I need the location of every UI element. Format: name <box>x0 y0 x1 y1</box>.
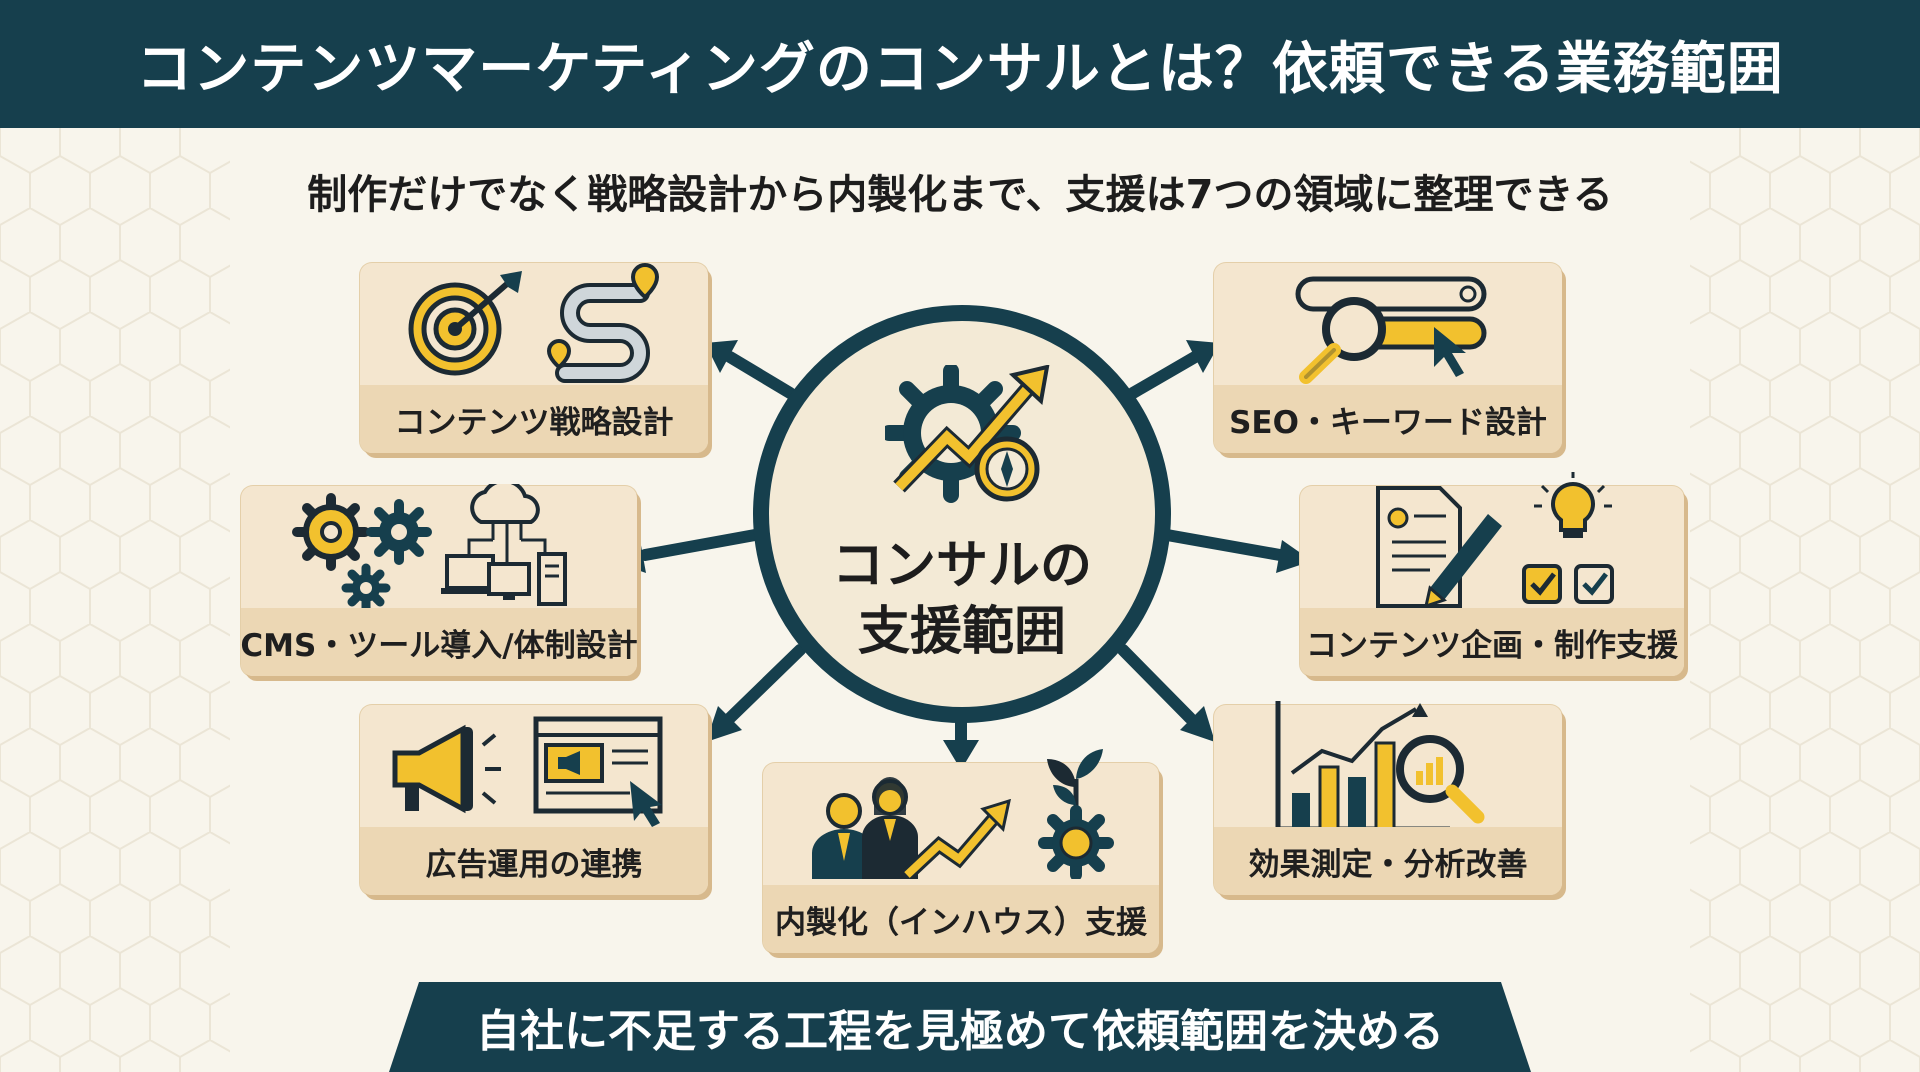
cursor-icon <box>1434 327 1466 377</box>
megaphone-icon <box>392 724 501 814</box>
cloud-network-icon <box>441 484 567 606</box>
card-ads-integration: 広告運用の連携 <box>360 705 708 895</box>
plant-gear-icon <box>1038 749 1114 879</box>
banner-shape <box>389 982 1531 1072</box>
card-content-strategy: コンテンツ戦略設計 <box>360 263 708 453</box>
server-icon <box>537 552 567 606</box>
card-label: CMS・ツール導入/体制設計 <box>240 608 638 676</box>
cursor-icon <box>630 781 662 827</box>
bottom-banner: 自社に不足する工程を見極めて依頼範囲を決める <box>389 982 1531 1072</box>
browser-ad-icon <box>533 716 663 827</box>
gear-arrow-icon <box>885 365 1050 503</box>
search-bar-icon <box>1295 276 1487 384</box>
bar-chart-icon <box>1275 701 1485 832</box>
card-content-planning: コンテンツ企画・制作支援 <box>1300 472 1684 676</box>
gears-icon <box>292 493 432 612</box>
card-label: コンテンツ戦略設計 <box>360 385 708 453</box>
hub-circle: コンサルの 支援範囲 <box>753 305 1171 723</box>
laptop-icon <box>441 554 499 594</box>
people-icon <box>812 777 918 879</box>
pen-icon <box>1423 514 1502 609</box>
card-label: 効果測定・分析改善 <box>1214 827 1562 895</box>
page-title: コンテンツマーケティングのコンサルとは？依頼できる業務範囲 <box>136 36 1784 102</box>
compass-icon <box>974 436 1040 502</box>
card-seo-keyword: SEO・キーワード設計 <box>1214 263 1562 453</box>
target-icon <box>408 271 522 376</box>
checkbox-icon <box>1522 564 1614 604</box>
card-inhouse-support: 内製化（インハウス）支援 <box>763 749 1159 953</box>
magnifier-icon <box>1396 735 1485 824</box>
banner-text: 自社に不足する工程を見極めて依頼範囲を決める <box>476 1006 1444 1057</box>
document-icon <box>1376 486 1502 609</box>
lightbulb-icon <box>1534 472 1612 538</box>
card-cms-tools: CMS・ツール導入/体制設計 <box>240 484 638 676</box>
card-label: SEO・キーワード設計 <box>1214 385 1562 453</box>
hub-title-line1: コンサルの <box>831 536 1092 596</box>
card-label: コンテンツ企画・制作支援 <box>1300 608 1684 676</box>
card-label: 内製化（インハウス）支援 <box>763 885 1159 953</box>
card-label: 広告運用の連携 <box>360 827 708 895</box>
map-pin-icon <box>630 263 660 300</box>
growth-arrow-icon <box>903 799 1011 879</box>
route-icon <box>546 263 660 383</box>
hub-title-line2: 支援範囲 <box>857 602 1066 662</box>
header-bar: コンテンツマーケティングのコンサルとは？依頼できる業務範囲 <box>0 0 1920 128</box>
magnifier-icon <box>1299 297 1386 384</box>
card-measurement-analysis: 効果測定・分析改善 <box>1214 701 1562 895</box>
page-subtitle: 制作だけでなく戦略設計から内製化まで、支援は7つの領域に整理できる <box>307 172 1613 218</box>
